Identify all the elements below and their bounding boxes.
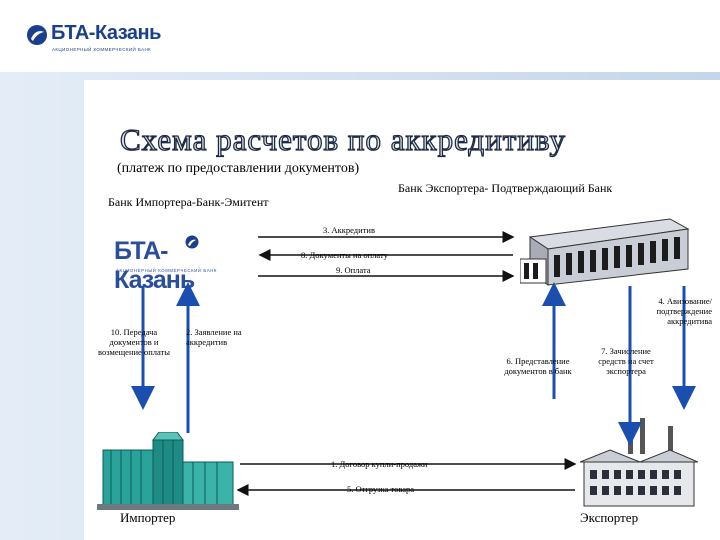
label-step-9: 9. Оплата [336,265,371,275]
exporter-factory-icon [580,418,698,507]
header-logo-name: БТА-Казань [51,22,161,44]
importer-bank-logo-name: БТА-Казань [114,237,195,294]
label-step-7: 7. Зачисление средств на счет экспортера [598,346,654,376]
label-step-8: 8. Документы на оплату [301,250,388,260]
header-logo: БТА-Казань АКЦИОНЕРНЫЙ КОММЕРЧЕСКИЙ БАНК [26,22,176,56]
exporter-bank-building-icon [520,218,690,286]
label-step-3: 3. Аккредитив [323,225,375,235]
label-step-1: 1. Договор купли-продажи [331,459,428,469]
importer-bank-logo-tagline: АКЦИОНЕРНЫЙ КОММЕРЧЕСКИЙ БАНК [116,268,217,273]
exporter-label: Экспортер [580,510,639,525]
label-step-4: 4. Авизование/ подтверждение аккредитива [656,296,712,326]
header-logo-tagline: АКЦИОНЕРНЫЙ КОММЕРЧЕСКИЙ БАНК [52,47,152,52]
label-step-6: 6. Представление документов в банк [504,356,572,376]
importer-bank-logo: БТА-Казань АКЦИОНЕРНЫЙ КОММЕРЧЕСКИЙ БАНК [114,235,229,294]
bta-logo-icon [27,25,47,45]
label-step-2: 2. Заявление на аккредитив [186,327,242,347]
slide-title: Схема расчетов по аккредитиву [119,121,567,157]
exporter-bank-label: Банк Экспортера- Подтверждающий Банк [398,181,613,195]
label-step-5: 5. Отгрузка товара [347,484,415,494]
importer-bank-logo-icon [185,235,199,249]
importer-bank-label: Банк Импортера-Банк-Эмитент [108,195,269,209]
importer-factory-icon [97,432,239,510]
slide-subtitle: (платеж по предоставлении документов) [117,161,360,176]
importer-label: Импортер [120,510,176,525]
label-step-10: 10. Передача документов и возмещение опл… [98,327,170,357]
